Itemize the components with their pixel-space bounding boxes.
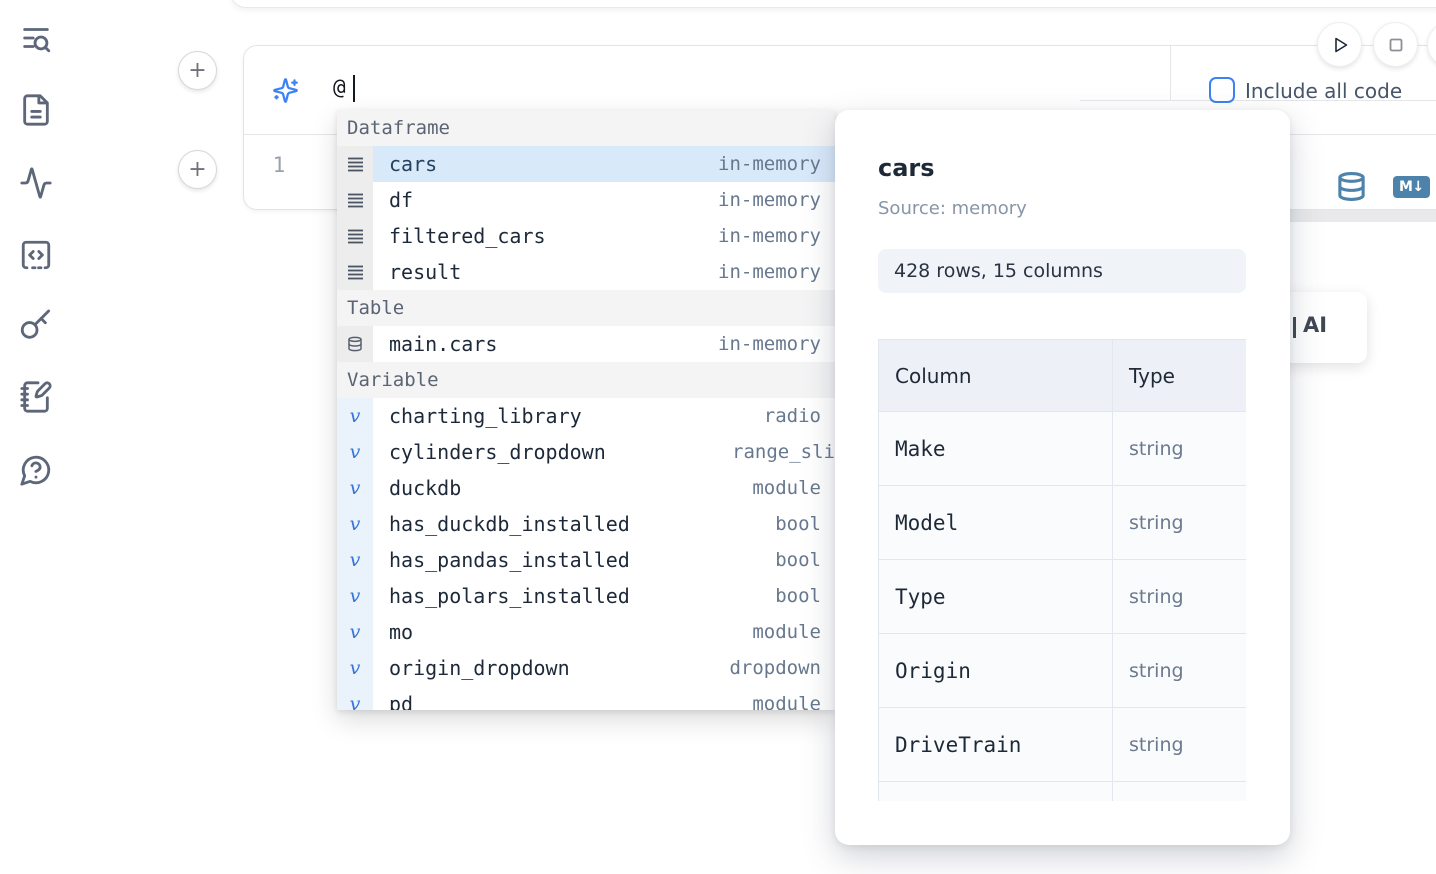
table-row-partial: [878, 781, 1246, 801]
ai-prompt-input[interactable]: @: [333, 75, 346, 99]
database-icon: [347, 336, 363, 352]
markdown-icon[interactable]: M↓: [1393, 176, 1430, 198]
help-chat-icon[interactable]: [19, 453, 53, 487]
table-row: DriveTrain string: [878, 707, 1246, 782]
table-row: Type string: [878, 559, 1246, 634]
add-cell-above-button[interactable]: +: [178, 51, 217, 90]
sidebar: [0, 0, 72, 874]
column-header: Column: [878, 339, 1113, 412]
prompt-divider: [1170, 46, 1171, 101]
table-header-row: Column Type: [878, 339, 1246, 412]
add-cell-below-button[interactable]: +: [178, 150, 217, 189]
section-header-dataframe: Dataframe: [337, 110, 835, 146]
key-icon[interactable]: [19, 308, 53, 342]
more-actions-button[interactable]: [1428, 23, 1436, 66]
table-row: Model string: [878, 485, 1246, 560]
stop-button[interactable]: [1374, 23, 1417, 66]
stop-icon: [1389, 38, 1402, 51]
schema-table-container: Column Type Make string Model string Typ…: [878, 339, 1246, 801]
file-text-icon[interactable]: [19, 93, 53, 127]
activity-icon[interactable]: [19, 166, 53, 200]
preview-title: cars: [878, 154, 935, 182]
play-icon: [1334, 37, 1347, 52]
schema-table: Column Type Make string Model string Typ…: [878, 339, 1246, 801]
clipped-letter: [1293, 317, 1296, 338]
rows-icon: [347, 228, 364, 245]
prompt-bottom-border: [1080, 100, 1436, 101]
code-snippet-icon[interactable]: [19, 238, 53, 272]
text-cursor: [353, 75, 355, 102]
previous-cell-edge: [230, 0, 1436, 8]
variable-icon: v: [349, 585, 361, 607]
include-all-code-label: Include all code: [1245, 79, 1403, 103]
rows-icon: [347, 192, 364, 209]
notebook-pen-icon[interactable]: [19, 380, 53, 414]
sparkles-icon: [272, 77, 299, 104]
variable-icon: v: [349, 657, 361, 679]
line-number: 1: [272, 153, 286, 177]
output-area-edge: [1290, 210, 1436, 222]
dataframe-preview-panel: cars Source: memory 428 rows, 15 columns…: [835, 110, 1290, 845]
section-header-table: Table: [337, 290, 835, 326]
table-row: Origin string: [878, 633, 1246, 708]
variable-icon: v: [349, 621, 361, 643]
rows-icon: [347, 264, 364, 281]
section-header-variable: Variable: [337, 362, 835, 398]
variable-icon: v: [349, 441, 361, 463]
rows-icon: [347, 156, 364, 173]
include-all-code-checkbox[interactable]: [1209, 77, 1235, 103]
variable-icon: v: [349, 513, 361, 535]
table-row: Make string: [878, 411, 1246, 486]
variable-icon: v: [349, 477, 361, 499]
shape-badge: 428 rows, 15 columns: [878, 249, 1246, 293]
variable-icon: v: [349, 549, 361, 571]
ai-button-label: AI: [1303, 313, 1328, 337]
variable-icon: v: [349, 405, 361, 427]
run-cell-button[interactable]: [1318, 23, 1361, 66]
preview-source: Source: memory: [878, 198, 1027, 219]
list-search-icon[interactable]: [19, 21, 53, 55]
database-icon[interactable]: [1336, 171, 1367, 202]
variable-icon: v: [349, 693, 361, 710]
type-header: Type: [1112, 339, 1246, 412]
